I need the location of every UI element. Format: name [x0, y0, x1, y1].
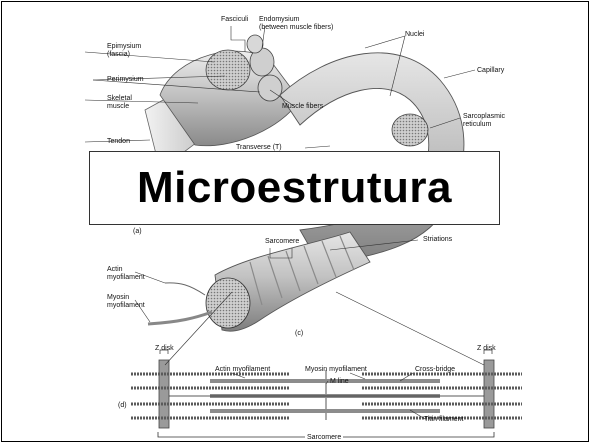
slide-border	[1, 1, 589, 442]
slide: Fasciculi Endomysium (between muscle fib…	[0, 0, 592, 445]
